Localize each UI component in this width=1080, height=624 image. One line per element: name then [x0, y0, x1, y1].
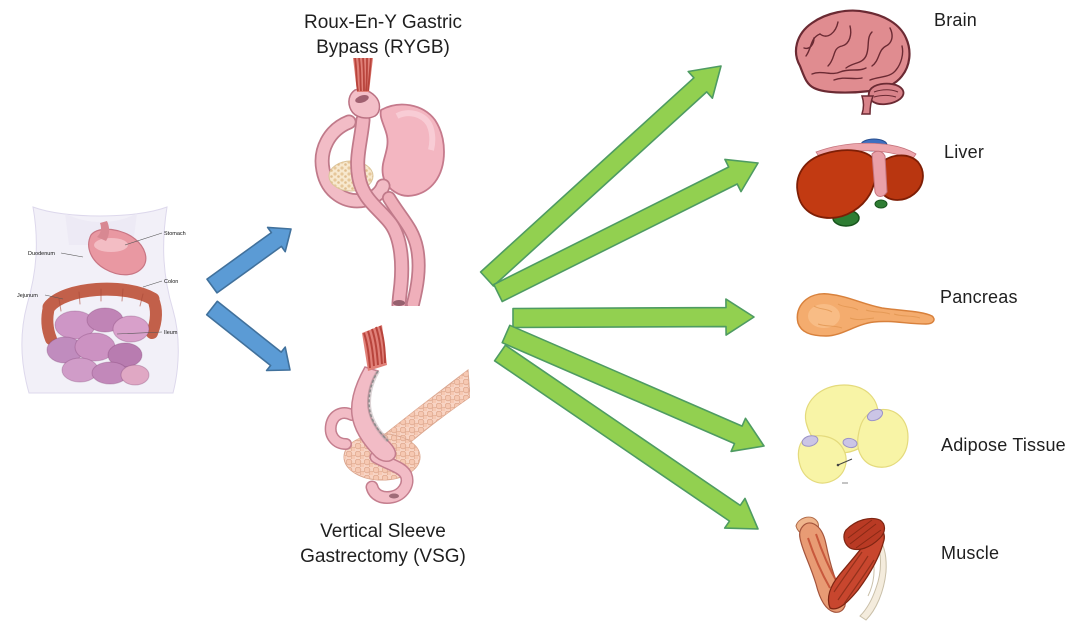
arrow-anatomy-to-vsg — [205, 300, 291, 372]
muscle-label: Muscle — [941, 543, 1000, 563]
muscle-illustration — [795, 516, 887, 621]
torso-digestive-figure: Stomach Duodenum Colon Jejunum Ileum — [17, 206, 186, 394]
arrow-surgery-to-liver — [492, 158, 759, 303]
anatomy-label-jejunum: Jejunum — [17, 293, 38, 299]
brain-label: Brain — [934, 10, 978, 30]
arrow-surgery-to-adipose — [501, 324, 765, 453]
anatomy-label-stomach: Stomach — [164, 231, 186, 237]
cell-nucleus-shape — [801, 408, 884, 449]
esophagus-shape — [363, 325, 386, 369]
adipose-label: Adipose Tissue — [941, 435, 1066, 455]
fat-cell-shape — [797, 435, 847, 484]
adipose-illustration — [797, 384, 909, 484]
anatomy-label-colon: Colon — [164, 279, 178, 285]
brainstem-shape — [860, 95, 875, 115]
tendon-shape — [859, 539, 887, 621]
falciform-ligament-shape — [871, 150, 888, 197]
esophagus-shape — [354, 58, 372, 92]
anatomy-label-ileum: Ileum — [164, 330, 178, 336]
rygb-illustration — [314, 58, 445, 306]
anatomy-label-duodenum: Duodenum — [28, 251, 55, 257]
vsg-label: Vertical Sleeve Gastrectomy (VSG) — [300, 521, 466, 568]
gastric-pouch-shape — [348, 88, 381, 119]
intestines-shape — [46, 307, 150, 386]
pancreas-label: Pancreas — [940, 287, 1018, 307]
cerebrum-shape — [794, 9, 911, 94]
liver-illustration — [796, 138, 924, 227]
arrow-surgery-to-pancreas — [512, 298, 755, 336]
arrow-surgery-to-muscle — [493, 344, 759, 530]
liver-label: Liver — [944, 142, 985, 162]
arrow-surgery-to-brain — [479, 65, 722, 287]
cerebellum-shape — [867, 82, 905, 106]
arrow-anatomy-to-rygb — [206, 226, 292, 294]
vsg-illustration — [324, 325, 470, 504]
liver-right-lobe-shape — [796, 149, 877, 219]
colon-shape — [41, 282, 162, 345]
fat-cell-shape — [857, 408, 909, 468]
pancreas-illustration — [796, 293, 935, 337]
rygb-label: Roux-En-Y Gastric Bypass (RYGB) — [303, 12, 463, 59]
deltoid-shape — [843, 517, 886, 551]
brain-illustration — [794, 9, 911, 115]
